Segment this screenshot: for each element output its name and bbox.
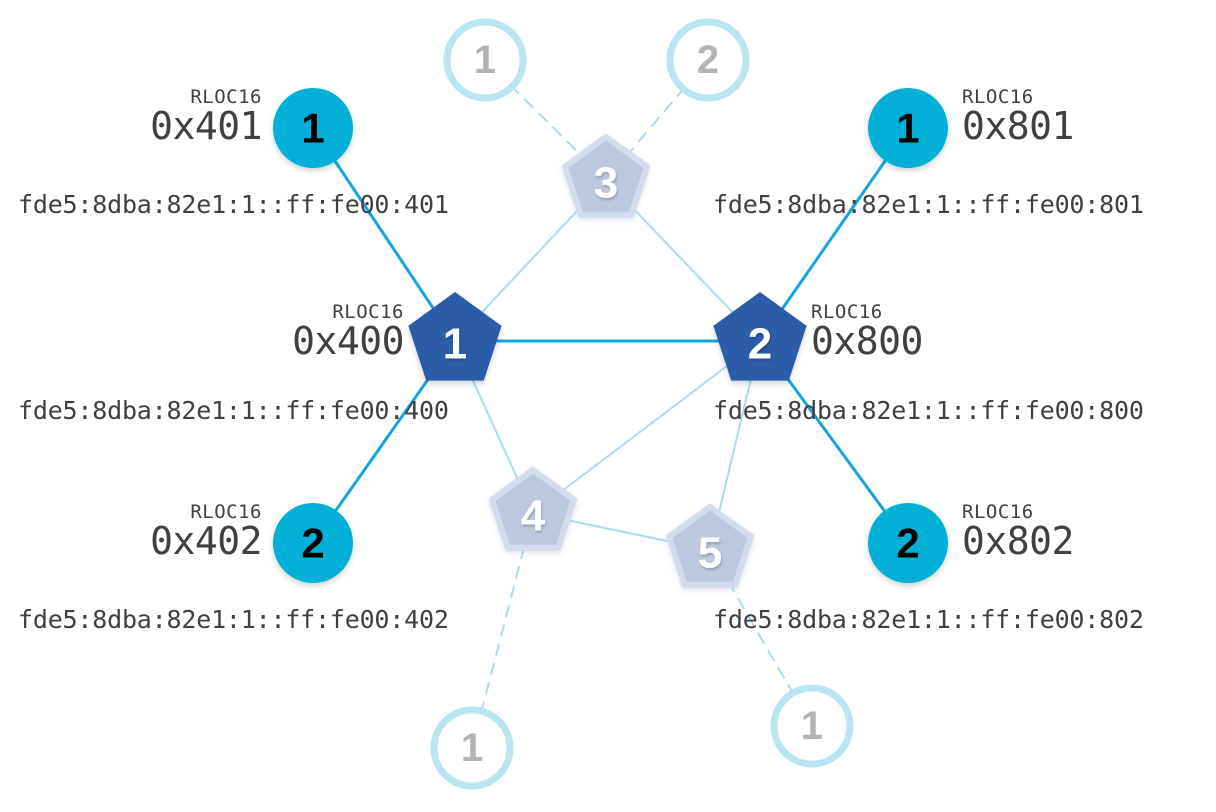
node-c801[interactable]: 1: [868, 88, 948, 168]
link-g3-r4: [480, 545, 526, 715]
node-badge-label: 1: [474, 38, 496, 82]
node-badge-label: 5: [698, 529, 722, 578]
rloc-caption: RLOC16: [190, 86, 262, 108]
link-r2-r4: [559, 364, 730, 493]
link-r4-r5: [566, 519, 677, 544]
link-r1-r4: [470, 376, 520, 483]
node-r1[interactable]: 1: [408, 292, 502, 381]
rloc-caption: RLOC16: [962, 86, 1034, 108]
nodes-layer: 1 2 1 2 1 2 3 4 5 1 2 1 1: [273, 18, 948, 790]
ghost-circle-shape: [430, 706, 514, 790]
ghost-circle-shape: [443, 18, 527, 102]
ipv6-address-c801: fde5:8dba:82e1:1::ff:fe00:801: [713, 190, 1144, 219]
node-badge-label: 2: [697, 38, 719, 82]
link-c802-r2: [782, 371, 888, 514]
link-c401-r1: [332, 158, 435, 310]
node-badge-label: 1: [896, 105, 919, 152]
ghost-circle-shape: [770, 684, 854, 768]
ghost-circle-shape: [666, 18, 750, 102]
node-c802[interactable]: 2: [868, 503, 948, 583]
node-r4[interactable]: 4: [489, 467, 577, 551]
ipv6-address-r2: fde5:8dba:82e1:1::ff:fe00:800: [713, 396, 1144, 425]
node-r3[interactable]: 3: [562, 134, 650, 218]
node-g2[interactable]: 2: [666, 18, 750, 102]
node-badge-label: 1: [461, 726, 483, 770]
link-c801-r2: [781, 157, 888, 310]
router-pentagon-shape: [489, 467, 577, 551]
router-pentagon-shape: [713, 292, 807, 381]
node-badge-label: 1: [801, 704, 823, 748]
rloc-caption: RLOC16: [332, 301, 404, 323]
ipv6-address-c402: fde5:8dba:82e1:1::ff:fe00:402: [18, 605, 449, 634]
child-circle-shape: [273, 88, 353, 168]
router-pentagon-shape: [408, 292, 502, 381]
link-g1-r3: [509, 84, 583, 157]
rloc-value: 0x401: [150, 104, 262, 148]
node-badge-label: 1: [443, 320, 467, 369]
router-pentagon-shape: [666, 504, 754, 588]
link-g4-r5: [726, 579, 795, 696]
rloc-value: 0x800: [811, 319, 923, 363]
rloc-value: 0x801: [962, 104, 1074, 148]
node-r2[interactable]: 2: [713, 292, 807, 381]
rloc-value: 0x400: [292, 319, 404, 363]
link-r2-r3: [629, 204, 734, 313]
node-badge-label: 2: [896, 520, 919, 567]
link-r1-r3: [481, 204, 584, 313]
ipv6-address-c802: fde5:8dba:82e1:1::ff:fe00:802: [713, 605, 1144, 634]
node-badge-label: 3: [594, 159, 618, 208]
rloc-caption: RLOC16: [962, 501, 1034, 523]
ipv6-address-c401: fde5:8dba:82e1:1::ff:fe00:401: [18, 190, 449, 219]
router-pentagon-shape: [562, 134, 650, 218]
link-r2-r5: [717, 379, 752, 517]
rloc-caption: RLOC16: [190, 501, 262, 523]
node-badge-label: 4: [521, 492, 546, 541]
rloc-caption: RLOC16: [811, 301, 883, 323]
node-c401[interactable]: 1: [273, 88, 353, 168]
node-g3[interactable]: 1: [430, 706, 514, 790]
node-c402[interactable]: 2: [273, 503, 353, 583]
node-r5[interactable]: 5: [666, 504, 754, 588]
node-badge-label: 2: [748, 320, 772, 369]
rloc-value: 0x402: [150, 519, 262, 563]
ipv6-address-r1: fde5:8dba:82e1:1::ff:fe00:400: [18, 396, 449, 425]
child-circle-shape: [868, 88, 948, 168]
links-layer: [332, 84, 888, 715]
node-g4[interactable]: 1: [770, 684, 854, 768]
node-g1[interactable]: 1: [443, 18, 527, 102]
link-g2-r3: [627, 86, 686, 155]
node-badge-label: 1: [301, 105, 324, 152]
link-c402-r1: [333, 372, 434, 514]
child-circle-shape: [868, 503, 948, 583]
node-badge-label: 2: [301, 520, 324, 567]
rloc-value: 0x802: [962, 519, 1074, 563]
child-circle-shape: [273, 503, 353, 583]
